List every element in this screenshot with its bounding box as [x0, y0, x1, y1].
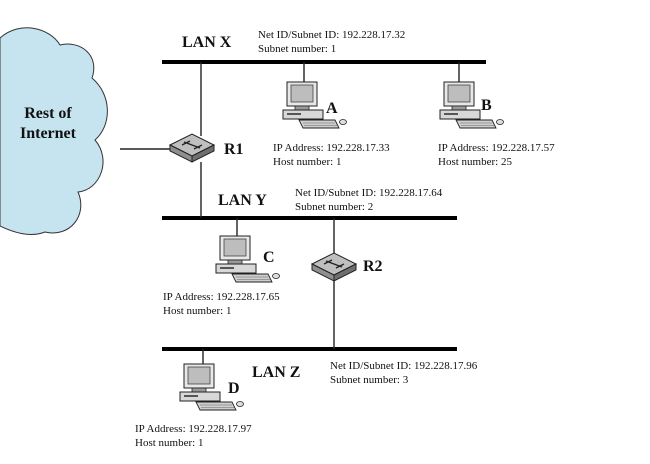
- router-icon: [169, 133, 215, 163]
- host-c-label: C: [263, 249, 275, 266]
- connection-lines: [120, 62, 460, 364]
- host-a-label: A: [326, 100, 338, 117]
- lan-z-subnet: Subnet number: 3: [330, 374, 409, 386]
- lan-x-name: LAN X: [182, 34, 232, 51]
- host-b-label: B: [481, 97, 492, 114]
- lan-y-name: LAN Y: [218, 192, 267, 209]
- host-b-number: Host number: 25: [438, 156, 512, 168]
- host-d-ip: IP Address: 192.228.17.97: [135, 423, 252, 435]
- host-a-number: Host number: 1: [273, 156, 341, 168]
- workstation-icon: [439, 81, 504, 129]
- lan-y-subnet: Subnet number: 2: [295, 201, 373, 213]
- cloud-label-line1: Rest of: [24, 105, 72, 122]
- host-d-label: D: [228, 380, 240, 397]
- host-c-number: Host number: 1: [163, 305, 231, 317]
- lan-x-net-id: Net ID/Subnet ID: 192.228.17.32: [258, 29, 405, 41]
- lan-x-subnet: Subnet number: 1: [258, 43, 336, 55]
- lan-z-name: LAN Z: [252, 364, 300, 381]
- host-a-ip: IP Address: 192.228.17.33: [273, 142, 390, 154]
- router-r2-label: R2: [363, 258, 383, 275]
- lan-y-net-id: Net ID/Subnet ID: 192.228.17.64: [295, 187, 443, 199]
- lan-z-net-id: Net ID/Subnet ID: 192.228.17.96: [330, 360, 478, 372]
- router-icon: [311, 252, 357, 282]
- host-d-number: Host number: 1: [135, 437, 203, 449]
- router-r1-label: R1: [224, 141, 244, 158]
- cloud-label-line2: Internet: [20, 125, 77, 142]
- host-b-ip: IP Address: 192.228.17.57: [438, 142, 555, 154]
- host-c-ip: IP Address: 192.228.17.65: [163, 291, 280, 303]
- cloud-icon: [0, 27, 108, 235]
